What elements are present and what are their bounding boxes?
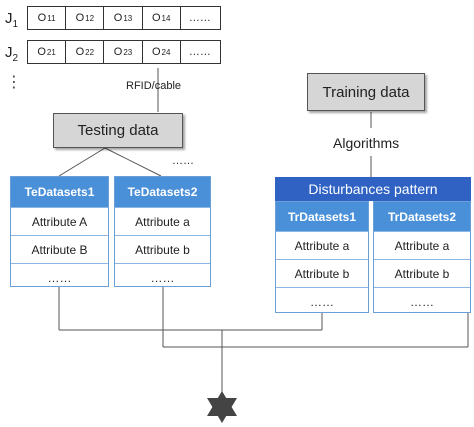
table-row: Attribute B (11, 235, 108, 263)
te-datasets-2-table: TeDatasets2 Attribute a Attribute b …… (114, 176, 211, 287)
testing-data-box: Testing data (53, 113, 183, 148)
table-row: …… (115, 263, 210, 291)
table-header: TrDatasets1 (276, 202, 368, 231)
table-row: Attribute a (276, 231, 368, 259)
training-data-box: Training data (307, 73, 425, 111)
tr-datasets-2-table: TrDatasets2 Attribute a Attribute b …… (373, 201, 471, 313)
six-pointed-star-icon (207, 391, 237, 423)
test-datasets-ellipsis: …… (172, 155, 194, 167)
operation-cell: …… (188, 12, 211, 24)
vertical-ellipsis: ⋮ (6, 74, 22, 91)
table-row: Attribute b (276, 259, 368, 287)
table-header: TeDatasets2 (115, 177, 210, 207)
table-row: …… (374, 287, 470, 315)
rfid-cable-label: RFID/cable (126, 80, 182, 92)
tr-datasets-1-table: TrDatasets1 Attribute a Attribute b …… (275, 201, 369, 313)
table-row: …… (276, 287, 368, 315)
table-row: Attribute b (115, 235, 210, 263)
table-header: TeDatasets1 (11, 177, 108, 207)
te-datasets-1-table: TeDatasets1 Attribute A Attribute B …… (10, 176, 109, 287)
table-row: Attribute b (374, 259, 470, 287)
disturbances-pattern-bar: Disturbances pattern (275, 177, 471, 201)
table-row: Attribute a (115, 207, 210, 235)
table-row: …… (11, 263, 108, 291)
job-label-2: J2 (5, 44, 19, 64)
job-label-1: J1 (5, 10, 19, 30)
table-header: TrDatasets2 (374, 202, 470, 231)
table-row: Attribute a (374, 231, 470, 259)
table-row: Attribute A (11, 207, 108, 235)
algorithms-label: Algorithms (333, 135, 400, 151)
operation-cell: …… (188, 46, 211, 58)
